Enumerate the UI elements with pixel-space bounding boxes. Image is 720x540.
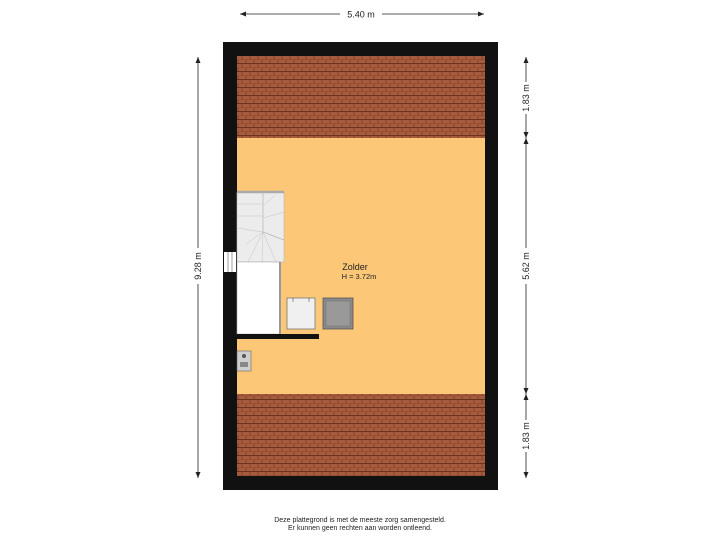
dimension-width-label: 5.40 m <box>347 10 375 20</box>
staircase <box>236 190 285 263</box>
dimension-right-top-label: 1.83 m <box>521 84 531 112</box>
landing <box>236 261 281 335</box>
roof-slope-top <box>237 56 485 138</box>
dimension-right-middle: 5.62 m <box>520 138 532 394</box>
utility-box <box>236 350 252 372</box>
window <box>224 252 236 272</box>
dimension-right-top: 1.83 m <box>520 57 532 138</box>
disclaimer-line-1: Deze plattegrond is met de meeste zorg s… <box>274 517 446 524</box>
room-height: H = 3.72m <box>342 272 377 281</box>
dimension-right-middle-label: 5.62 m <box>521 252 531 280</box>
dimension-height: 9.28 m <box>192 57 204 478</box>
roof-slope-bottom <box>237 394 485 476</box>
boiler <box>286 297 316 330</box>
disclaimer-line-2: Er kunnen geen rechten aan worden ontlee… <box>288 525 432 532</box>
partition-wall <box>237 334 319 339</box>
dimension-height-label: 9.28 m <box>193 252 203 280</box>
room-name: Zolder <box>342 262 368 272</box>
dimension-right-bottom: 1.83 m <box>520 394 532 478</box>
dimension-right-bottom-label: 1.83 m <box>521 422 531 450</box>
dimension-width: 5.40 m <box>240 8 484 20</box>
